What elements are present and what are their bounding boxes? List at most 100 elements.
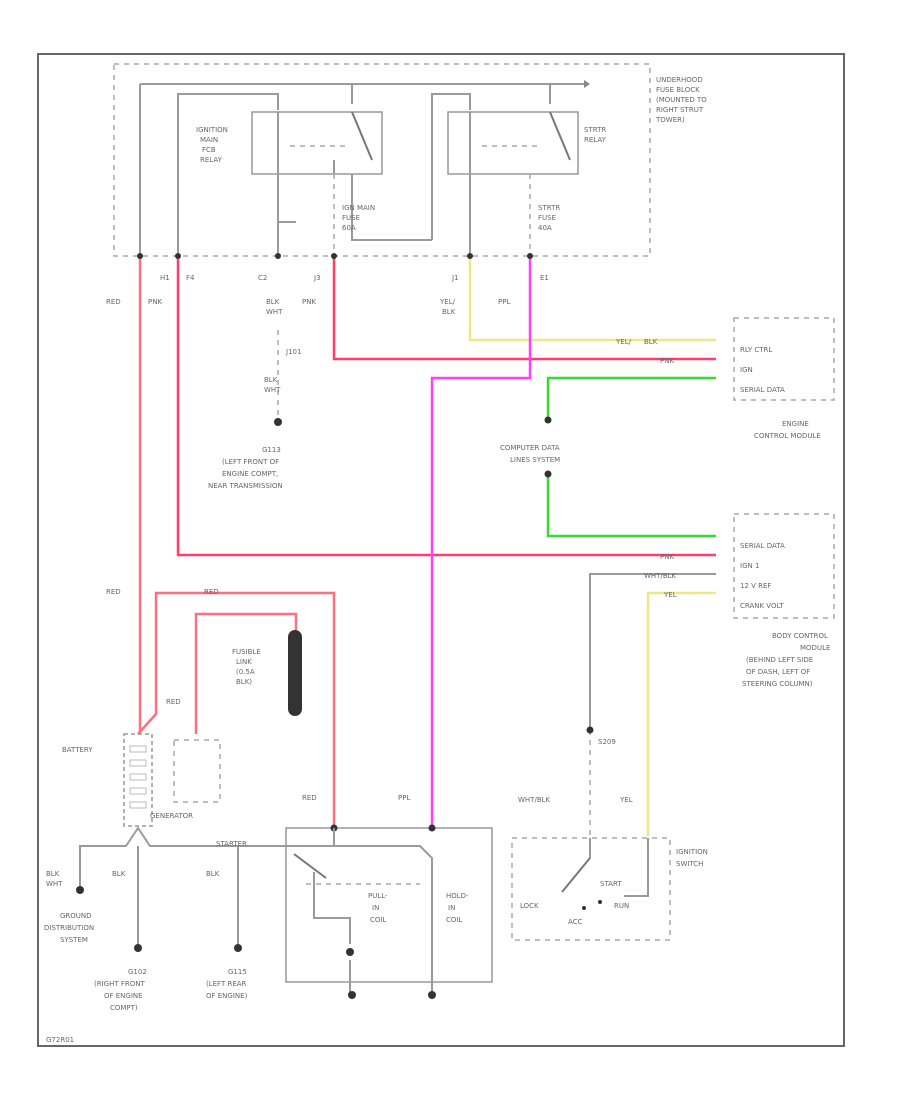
- pull-in-label-2: IN: [372, 904, 379, 912]
- junction-h1: [137, 253, 143, 259]
- wire-label-ppl-1: PPL: [498, 298, 510, 306]
- cdls-label-2: LINES SYSTEM: [510, 456, 560, 464]
- bcm-pin-serial: SERIAL DATA: [740, 542, 785, 550]
- switch-pos-start: START: [600, 880, 622, 888]
- wire-label-blk-5: BLK: [206, 870, 220, 878]
- ign-switch-wire-2: [624, 838, 649, 897]
- wire-label-wht-1: WHT: [266, 308, 283, 316]
- ground-dist-label-2: DISTRIBUTION: [44, 924, 94, 932]
- ignition-main-relay: [251, 111, 383, 175]
- junction-j3: [331, 253, 337, 259]
- wire-red-starter: [137, 591, 336, 828]
- starter-internal-wire: [333, 828, 433, 994]
- battery-ground-wires: [79, 826, 334, 888]
- wire-code-bcm-3: WHT/BLK: [644, 572, 677, 580]
- junction-j1: [467, 253, 473, 259]
- g115-label-2: (LEFT REAR: [206, 980, 247, 988]
- footer-code: G72R01: [46, 1036, 74, 1044]
- fusible-link: [288, 630, 302, 716]
- ground-dist-label-1: GROUND: [60, 912, 92, 920]
- ground-g102-dot: [134, 944, 142, 952]
- g102-label-3: OF ENGINE: [104, 992, 143, 1000]
- wire-label-wht-2: WHT: [264, 386, 281, 394]
- wire-label-red-5: RED: [302, 794, 317, 802]
- generator: [173, 739, 221, 803]
- hold-in-label-3: COIL: [446, 916, 462, 924]
- wire-code-bcm-4: YEL: [663, 591, 677, 599]
- bcm-name-4: OF DASH, LEFT OF: [746, 668, 810, 676]
- junction-c2: [275, 253, 281, 259]
- battery: [123, 733, 153, 827]
- wire-red-fusible: [194, 612, 298, 734]
- g102-label-4: COMPT): [110, 1004, 138, 1012]
- bcm-pin-12v: 12 V REF: [740, 582, 771, 590]
- connector-e1: E1: [540, 274, 549, 282]
- fuse-block-title-1: UNDERHOOD: [656, 76, 703, 84]
- ground-dist-dot: [76, 886, 84, 894]
- underhood-fuse-block: IGNITION MAIN FCB RELAY STRTR RELAY IGN …: [113, 63, 707, 257]
- strtr-fuse-label-1: STRTR: [538, 204, 560, 212]
- strtr-relay-contact: [549, 111, 571, 161]
- pull-in-label-3: COIL: [370, 916, 386, 924]
- connector-f4: F4: [186, 274, 195, 282]
- battery-cells: [129, 745, 147, 809]
- wire-code-ecm-1b: BLK: [644, 338, 658, 346]
- junction-e1: [527, 253, 533, 259]
- wire-gray-12v: [589, 573, 716, 730]
- ecm-name-2: CONTROL MODULE: [754, 432, 821, 440]
- body-control-module: SERIAL DATA IGN 1 12 V REF CRANK VOLT BO…: [733, 513, 835, 688]
- connector-h1: H1: [160, 274, 170, 282]
- g102-label-1: G102: [128, 968, 147, 976]
- wire-code-ecm-1: YEL/: [615, 338, 632, 346]
- generator-label: GENERATOR: [150, 812, 193, 820]
- connector-c2: C2: [258, 274, 267, 282]
- wire-label-blk-4: BLK: [112, 870, 126, 878]
- wire-pink-f4: [176, 256, 716, 557]
- ign-relay-label-4: RELAY: [200, 156, 223, 164]
- bcm-name-3: (BEHIND LEFT SIDE: [746, 656, 813, 664]
- cdls-dot-top: [544, 416, 552, 424]
- bcm-pin-crank: CRANK VOLT: [740, 602, 784, 610]
- ecm-outline: [733, 317, 835, 401]
- switch-pos-lock: LOCK: [520, 902, 539, 910]
- wire-label-yel-blk-2: BLK: [442, 308, 456, 316]
- hold-in-label-1: HOLD-: [446, 892, 469, 900]
- wire-magenta-e1: [430, 256, 532, 828]
- ign-relay-label-3: FCB: [202, 146, 216, 154]
- wire-label-blk-2: BLK: [264, 376, 278, 384]
- wire-label-red-4: RED: [166, 698, 181, 706]
- ground-g115-dot: [234, 944, 242, 952]
- wire-green-bcm: [546, 474, 716, 538]
- fuse-block-title-5: TOWER): [655, 116, 685, 124]
- ign-relay-label-1: IGNITION: [196, 126, 228, 134]
- wire-label-pnk-2: PNK: [302, 298, 316, 306]
- f4-feed-wire: [177, 93, 279, 256]
- switch-pos-acc: ACC: [568, 918, 583, 926]
- fuse-block-title-3: (MOUNTED TO: [656, 96, 707, 104]
- wire-label-blk-3: BLK: [46, 870, 60, 878]
- wire-label-blk-1: BLK: [266, 298, 280, 306]
- ign-switch-contact: [561, 857, 591, 893]
- ign-relay-contact: [351, 111, 373, 161]
- wire-label-red-3: RED: [204, 588, 219, 596]
- bcm-pin-ign1: IGN 1: [740, 562, 759, 570]
- ecm-pin-rly-ctrl: RLY CTRL: [740, 346, 772, 354]
- starter: STARTER RED PPL PULL- IN COIL HOLD- IN C…: [216, 794, 493, 999]
- bcm-outline: [733, 513, 835, 619]
- strtr-relay-label-2: RELAY: [584, 136, 607, 144]
- cdls-dot-bottom: [544, 470, 552, 478]
- wire-code-ecm-2: PNK: [660, 357, 674, 365]
- bus-arrow: [584, 80, 590, 88]
- fuse-block-outline: [113, 63, 651, 257]
- battery-label: BATTERY: [62, 746, 93, 754]
- wire-label-wht-3: WHT: [46, 880, 63, 888]
- fuse-block-title-4: RIGHT STRUT: [656, 106, 704, 114]
- fusible-label-2: LINK: [236, 658, 252, 666]
- wire-pink-j3: [332, 256, 716, 361]
- bcm-name-1: BODY CONTROL: [772, 632, 828, 640]
- starter-ground-2: [428, 991, 436, 999]
- starter-contact: [293, 853, 327, 879]
- starter-ground-1: [348, 991, 356, 999]
- starter-s-terminal: [428, 824, 436, 832]
- ecm-pin-ign: IGN: [740, 366, 753, 374]
